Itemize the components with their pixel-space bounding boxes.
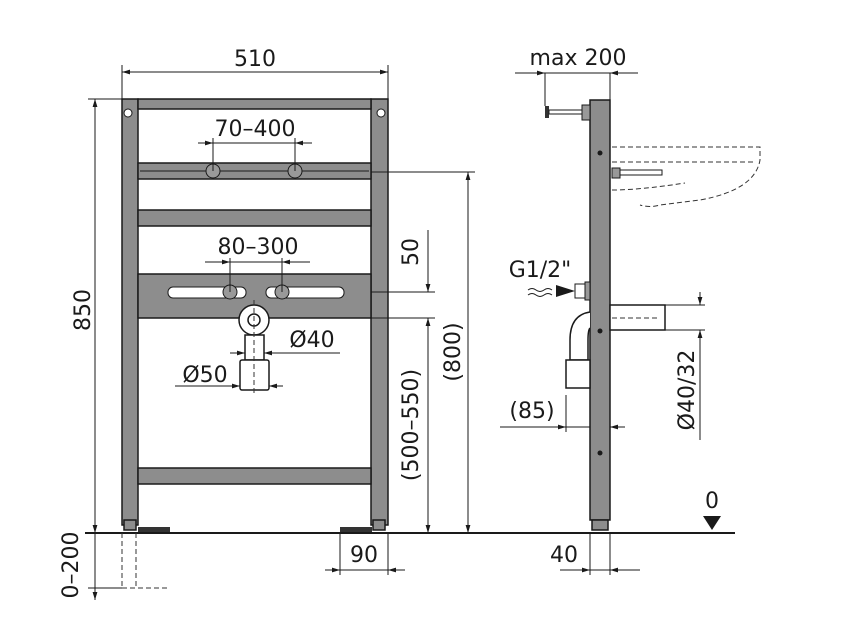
frame-depth-label: 40 <box>550 543 578 568</box>
wall-bracket <box>545 104 591 121</box>
feet-adjust-label: 0–200 <box>59 532 84 599</box>
dimension-foot-width: 90 <box>325 533 405 575</box>
foot-width-label: 90 <box>350 543 378 568</box>
dimension-drain-pipe: Ø50 <box>175 363 283 389</box>
dimension-frame-depth: 40 <box>550 533 640 575</box>
trap-offset-label: (85) <box>509 399 554 424</box>
dimension-upper-spacing: 70–400 <box>198 117 312 171</box>
plate-height-label: (500–550) <box>399 369 424 481</box>
level-triangle-icon <box>703 516 721 530</box>
washbasin-outline <box>611 146 761 207</box>
dimension-trap-offset: (85) <box>500 395 625 432</box>
floor-level-marker: 0 <box>703 489 721 530</box>
dimension-width: 510 <box>121 47 389 99</box>
dimension-right-heights: 50 (500–550) (800) <box>371 171 475 533</box>
outlet-diameter-label: Ø40/32 <box>675 350 700 431</box>
dimension-feet-adjust: 0–200 <box>59 532 170 600</box>
dimension-drain-outlet: Ø40 <box>230 328 340 356</box>
side-frame <box>589 99 611 531</box>
lower-spacing-label: 80–300 <box>218 235 299 260</box>
floor-level-label: 0 <box>705 489 719 514</box>
trap-and-outlet <box>565 304 666 389</box>
water-inlet-label: G1/2" <box>509 258 572 283</box>
dimension-outlet-diameter: Ø40/32 <box>665 292 705 440</box>
dimension-lower-spacing: 80–300 <box>205 235 310 292</box>
drain-pipe-label: Ø50 <box>182 363 227 388</box>
water-inlet <box>527 281 591 301</box>
plate-offset-label: 50 <box>399 238 424 266</box>
drain-outlet-label: Ø40 <box>289 328 334 353</box>
bracket-depth-label: max 200 <box>530 46 627 71</box>
height-label: 850 <box>71 289 96 331</box>
drain-fitting <box>238 300 270 395</box>
crossbar-height-label: (800) <box>441 322 466 381</box>
dimension-height: 850 <box>71 98 122 533</box>
dimension-bracket-depth: max 200 <box>515 46 638 106</box>
width-label: 510 <box>234 47 276 72</box>
upper-spacing-label: 70–400 <box>215 117 296 142</box>
